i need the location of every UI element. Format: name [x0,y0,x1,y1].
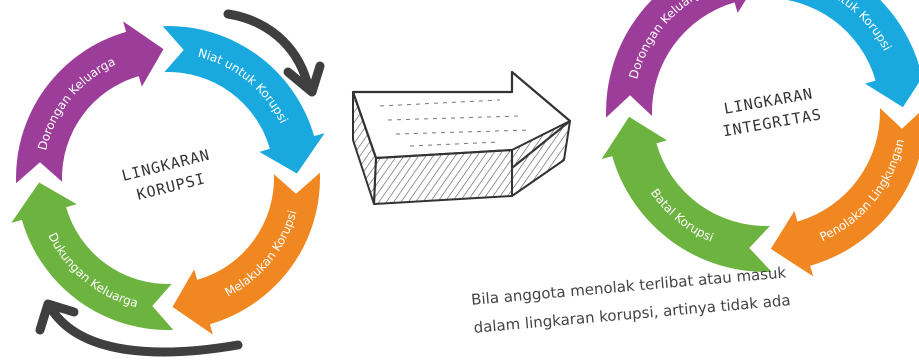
right-cycle: Dorongan Keluarga Niat untuk Korupsi Pen… [602,0,919,276]
right-segment-batal-korupsi [602,117,772,272]
left-segment-melakukan-korupsi [173,173,320,335]
left-segment-dukungan-keluarga [11,183,173,330]
left-cycle: Dorongan Keluarga Niat untuk Korupsi Mel… [11,21,324,334]
transition-arrow-icon [353,72,570,204]
left-segment-dorongan-keluarga [16,21,163,183]
